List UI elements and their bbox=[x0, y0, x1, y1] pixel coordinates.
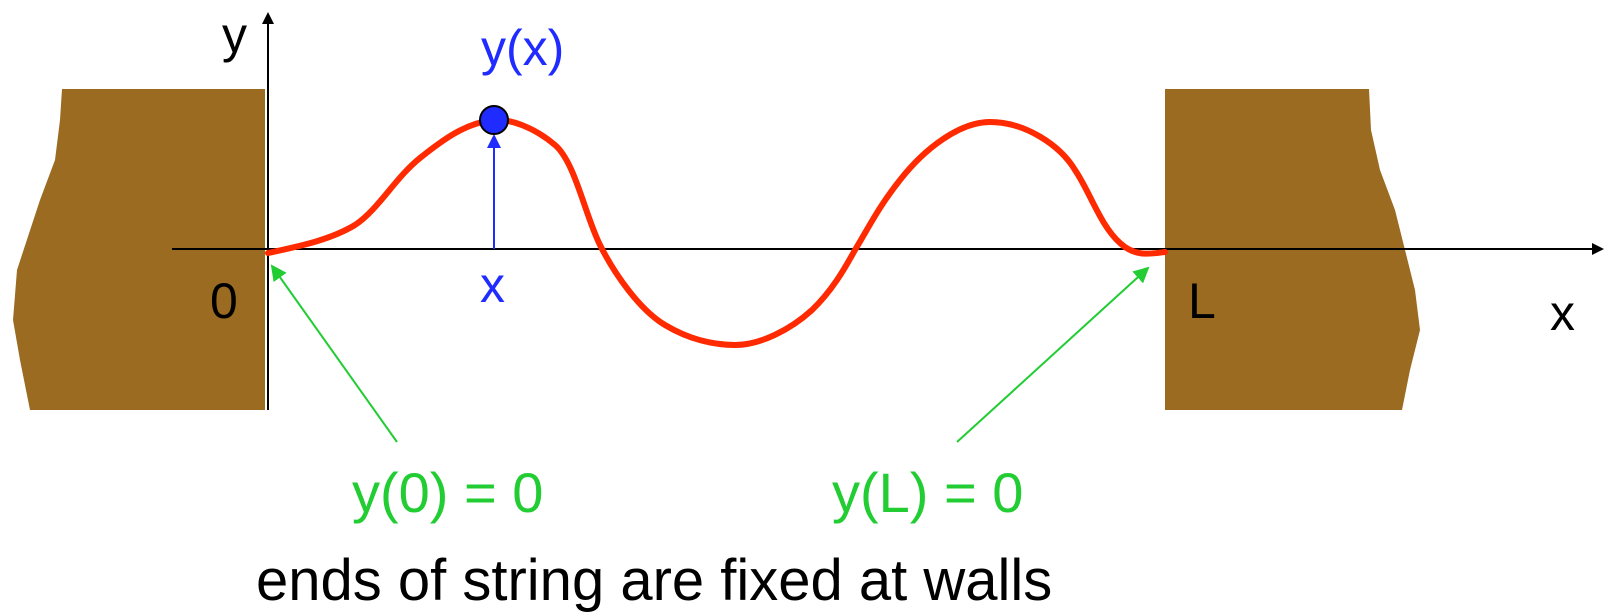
point-x-label: x bbox=[480, 257, 505, 313]
left-boundary-condition: y(0) = 0 bbox=[352, 461, 543, 524]
point-marker bbox=[479, 105, 509, 135]
right-boundary-arrow bbox=[956, 266, 1150, 443]
x-axis-label: x bbox=[1550, 285, 1575, 341]
origin-label: 0 bbox=[210, 273, 238, 329]
left-boundary-arrow bbox=[270, 264, 398, 443]
right-boundary-condition: y(L) = 0 bbox=[832, 461, 1023, 524]
length-label: L bbox=[1188, 273, 1216, 329]
left-wall bbox=[13, 89, 265, 410]
string-curve bbox=[265, 116, 1168, 349]
y-axis-label: y bbox=[222, 7, 247, 63]
point-label: y(x) bbox=[481, 20, 564, 76]
caption: ends of string are fixed at walls bbox=[256, 548, 1052, 613]
